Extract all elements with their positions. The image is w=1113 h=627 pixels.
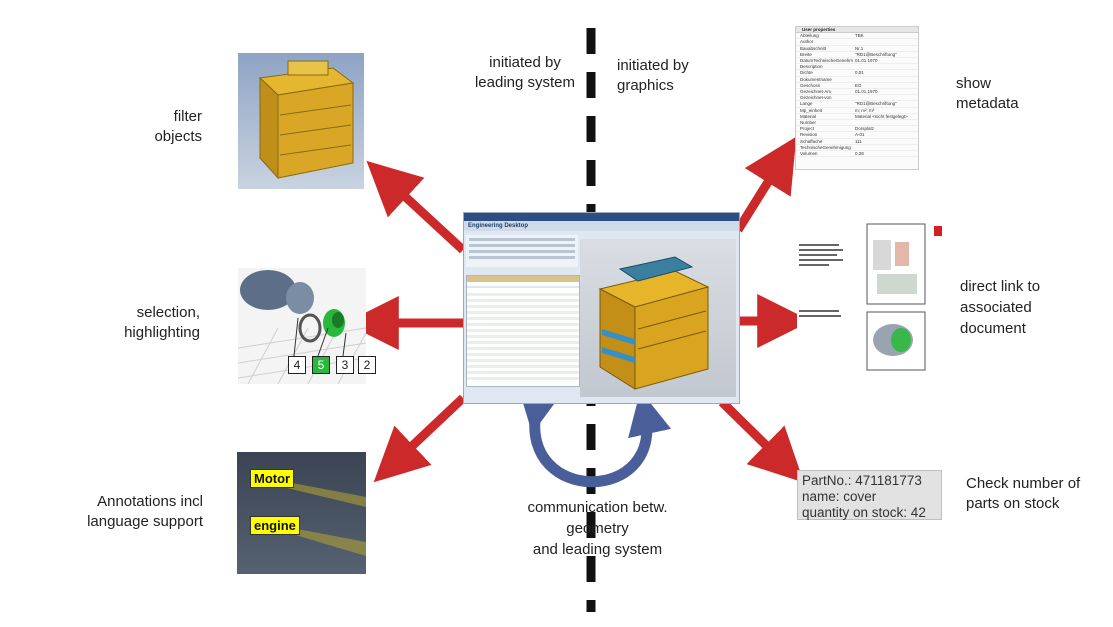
metadata-row: Lange"RD1@Beschriftung"	[796, 101, 918, 108]
engineering-desktop-screenshot: Engineering Desktop	[463, 212, 740, 404]
metadata-row: Author	[796, 39, 918, 46]
label-document: direct link to associated document	[960, 278, 1041, 337]
metadata-header: User properties	[796, 27, 918, 34]
label-annotations: Annotations incl language support	[87, 493, 203, 530]
label-filter: filter objects	[154, 108, 202, 145]
label-communication: communication betw. geometry and leading…	[527, 499, 668, 558]
selection-number-2: 2	[358, 356, 376, 374]
stock-quantity: quantity on stock: 42	[802, 505, 926, 520]
stock-part-number: PartNo.: 471181773	[802, 473, 922, 488]
label-initiated-leading: initiated by leading system	[474, 54, 576, 91]
metadata-row: Breite"RD1@Beschriftung"	[796, 52, 918, 59]
label-metadata: show metadata	[956, 75, 1019, 112]
label-initiated-graphics: initiated by graphics	[617, 57, 689, 94]
annotation-tag-motor: Motor	[250, 469, 295, 488]
annotation-tag-engine: engine	[250, 516, 300, 535]
metadata-row: Description	[796, 64, 918, 71]
metadata-row: Dokumentname	[796, 77, 918, 83]
screen-title: Engineering Desktop	[464, 221, 739, 231]
stock-part-name: name: cover	[802, 489, 877, 504]
arrow-annotations	[373, 394, 467, 483]
screen-form	[466, 235, 578, 267]
screen-titlebar	[464, 213, 739, 221]
filter-thumbnail	[238, 53, 364, 189]
selection-number-4: 4	[288, 356, 306, 374]
stock-info-box: PartNo.: 471181773 name: cover quantity …	[797, 470, 942, 520]
arrow-filter	[366, 160, 467, 254]
arrow-metadata	[734, 136, 797, 233]
selection-thumbnail: 4 5 3 2	[237, 268, 376, 385]
label-selection: selection, highlighting	[124, 304, 200, 341]
selection-number-3: 3	[336, 356, 354, 374]
label-stock: Check number of parts on stock	[966, 475, 1081, 512]
arrow-communication	[518, 386, 672, 488]
screen-3d-viewer	[580, 239, 736, 397]
metadata-row: TechnischeGenehmigung	[796, 145, 918, 152]
metadata-row: Gezeichnet-von	[796, 95, 918, 102]
metadata-row: Number	[796, 120, 918, 127]
screen-table	[466, 275, 580, 387]
selection-number-5: 5	[312, 356, 330, 374]
document-thumbnail	[797, 222, 945, 378]
annotation-thumbnail: Motor engine	[237, 452, 366, 574]
arrow-stock	[718, 398, 804, 483]
